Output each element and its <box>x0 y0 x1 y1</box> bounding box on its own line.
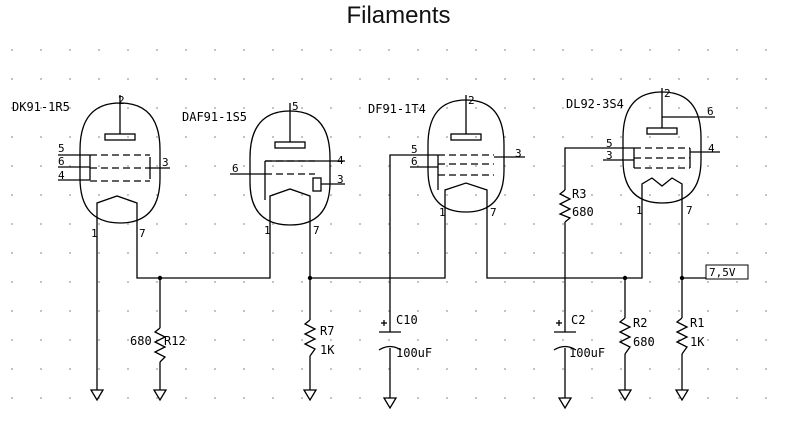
pin-label: 7 <box>686 204 693 217</box>
resistor-r2[interactable] <box>618 317 632 355</box>
pin-label: 2 <box>468 94 475 107</box>
tube-daf91-label: DAF91-1S5 <box>182 110 247 124</box>
pin-label: 5 <box>58 142 65 155</box>
pin-label: 4 <box>337 154 344 167</box>
ground-icon <box>617 389 633 402</box>
tube-df91[interactable] <box>410 95 525 228</box>
ground-icon <box>382 397 398 410</box>
pin-label: 3 <box>162 156 169 169</box>
tube-dk91-label: DK91-1R5 <box>12 100 70 114</box>
net-label: 7,5V <box>709 266 736 279</box>
ground-icon <box>89 389 105 402</box>
pin-label: 3 <box>515 147 522 160</box>
pin-label: 5 <box>292 100 299 113</box>
tube-daf91[interactable] <box>230 103 345 228</box>
component-value: 1K <box>690 335 705 349</box>
component-value: 100uF <box>396 346 432 360</box>
ground-icon <box>674 389 690 402</box>
component-ref: R3 <box>572 187 586 201</box>
component-ref: C2 <box>571 313 585 327</box>
component-value: 680 <box>130 334 152 348</box>
pin-label: 6 <box>707 105 714 118</box>
pin-label: 6 <box>411 155 418 168</box>
pin-label: 2 <box>118 94 125 107</box>
pin-label: 5 <box>606 137 613 150</box>
resistor-r12[interactable] <box>153 327 167 363</box>
pin-label: 1 <box>439 206 446 219</box>
pin-label: 7 <box>313 224 320 237</box>
component-ref: R12 <box>164 334 186 348</box>
resistor-r3[interactable] <box>558 189 572 223</box>
pin-label: 4 <box>58 169 65 182</box>
component-ref: R2 <box>633 316 647 330</box>
pin-label: 5 <box>411 143 418 156</box>
resistor-r7[interactable] <box>303 319 317 357</box>
capacitor-c2[interactable] <box>553 320 577 351</box>
capacitor-c10[interactable] <box>378 320 402 351</box>
component-value: 1K <box>320 343 335 357</box>
filament-wiring <box>96 147 706 398</box>
page-title: Filaments <box>346 2 451 29</box>
component-value: 100uF <box>569 346 605 360</box>
component-ref: C10 <box>396 313 418 327</box>
tube-dl92-label: DL92-3S4 <box>566 97 624 111</box>
grid-dots <box>11 49 767 399</box>
pin-label: 6 <box>232 162 239 175</box>
pin-label: 6 <box>58 155 65 168</box>
pin-label: 1 <box>91 227 98 240</box>
pin-label: 1 <box>264 224 271 237</box>
tube-dl92[interactable] <box>603 88 720 205</box>
ground-icon <box>302 389 318 402</box>
net-label-box[interactable] <box>705 264 749 280</box>
component-value: 680 <box>572 205 594 219</box>
pin-label: 3 <box>606 149 613 162</box>
component-ref: R7 <box>320 324 334 338</box>
tube-dk91[interactable] <box>58 95 170 228</box>
pin-label: 3 <box>337 173 344 186</box>
pin-label: 2 <box>664 87 671 100</box>
pin-label: 4 <box>708 142 715 155</box>
ground-icon <box>152 389 168 402</box>
resistor-r1[interactable] <box>675 317 689 355</box>
pin-label: 1 <box>636 204 643 217</box>
pin-label: 7 <box>139 227 146 240</box>
component-value: 680 <box>633 335 655 349</box>
component-ref: R1 <box>690 316 704 330</box>
tube-df91-label: DF91-1T4 <box>368 102 426 116</box>
pin-label: 7 <box>490 206 497 219</box>
junction-dots <box>157 275 685 281</box>
ground-icon <box>557 397 573 410</box>
